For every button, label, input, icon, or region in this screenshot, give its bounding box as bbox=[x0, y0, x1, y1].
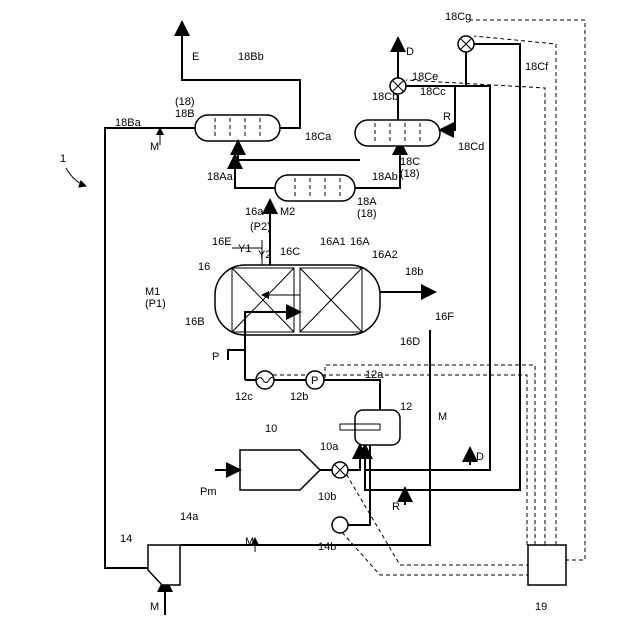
label-10a: 10a bbox=[320, 441, 339, 453]
line-10a-12 bbox=[348, 445, 360, 470]
control-line-14b bbox=[340, 530, 530, 575]
label-18Ab: 18Ab bbox=[372, 171, 398, 183]
label-18B: (18)18B bbox=[175, 96, 195, 120]
label-18Cd: 18Cd bbox=[458, 141, 484, 153]
line-P bbox=[228, 350, 245, 360]
line-18Bb bbox=[182, 30, 300, 128]
line-18Ca bbox=[238, 141, 360, 160]
label-12c: 12c bbox=[235, 391, 253, 403]
label-16C: 16C bbox=[280, 246, 300, 258]
label-M-topleft: M bbox=[150, 141, 159, 153]
label-18Bb: 18Bb bbox=[238, 51, 264, 63]
label-16A2: 16A2 bbox=[372, 249, 398, 261]
label-18Cc: 18Cc bbox=[420, 86, 446, 98]
label-16A1: 16A1 bbox=[320, 236, 346, 248]
inlet-M-label: M bbox=[150, 601, 159, 613]
control-line-18Cg bbox=[474, 36, 556, 545]
figure-label-arrow bbox=[66, 168, 86, 186]
label-R-top: R bbox=[443, 111, 451, 123]
label-M-mid: M bbox=[438, 411, 447, 423]
label-12a: 12a bbox=[365, 369, 384, 381]
controller-19 bbox=[528, 545, 566, 585]
label-12b: 12b bbox=[290, 391, 308, 403]
label-16E: 16E bbox=[212, 236, 232, 248]
label-19: 19 bbox=[535, 601, 547, 613]
line-18Ba bbox=[105, 128, 195, 568]
label-18C: 18C(18) bbox=[400, 156, 420, 180]
label-18A: 18A(18) bbox=[357, 196, 377, 220]
label-M-lower: M bbox=[245, 536, 254, 548]
label-D-mid: D bbox=[476, 451, 484, 463]
label-E: E bbox=[192, 51, 199, 63]
label-Pm: Pm bbox=[200, 486, 217, 498]
label-P: P bbox=[212, 351, 219, 363]
label-Y1: Y1 bbox=[238, 243, 251, 255]
label-16F: 16F bbox=[435, 311, 454, 323]
label-10: 10 bbox=[265, 423, 277, 435]
label-18Ba: 18Ba bbox=[115, 117, 142, 129]
label-14a: 14a bbox=[180, 511, 199, 523]
figure-label: 1 bbox=[60, 153, 66, 165]
label-10b: 10b bbox=[318, 491, 336, 503]
column-18B bbox=[195, 115, 280, 141]
label-16A: 16A bbox=[350, 236, 370, 248]
label-16D: 16D bbox=[400, 336, 420, 348]
label-16: 16 bbox=[198, 261, 210, 273]
label-16a: 16a bbox=[245, 206, 264, 218]
column-18A bbox=[275, 175, 355, 201]
label-18Aa: 18Aa bbox=[207, 171, 234, 183]
control-line-10a bbox=[345, 472, 530, 565]
label-18Ca: 18Ca bbox=[305, 131, 332, 143]
pump-14b bbox=[332, 517, 348, 533]
unit-14 bbox=[148, 545, 180, 585]
hopper-10 bbox=[240, 450, 320, 490]
label-18Cf: 18Cf bbox=[525, 61, 549, 73]
label-14b: 14b bbox=[318, 541, 336, 553]
label-R-mid: R bbox=[392, 501, 400, 513]
label-D-top: D bbox=[406, 46, 414, 58]
column-18C bbox=[355, 120, 440, 146]
label-18b: 18b bbox=[405, 266, 423, 278]
label-M2: M2 bbox=[280, 206, 295, 218]
label-M1: M1(P1) bbox=[145, 286, 166, 310]
label-18Cg: 18Cg bbox=[445, 11, 471, 23]
heater-12c bbox=[256, 371, 274, 389]
label-16B: 16B bbox=[185, 316, 205, 328]
label-P2: (P2) bbox=[250, 221, 271, 233]
pump-12b-symbol: P bbox=[311, 375, 318, 387]
label-14: 14 bbox=[120, 533, 132, 545]
vessel-12 bbox=[355, 410, 400, 445]
label-12: 12 bbox=[400, 401, 412, 413]
label-Y2: Y2 bbox=[258, 249, 271, 261]
